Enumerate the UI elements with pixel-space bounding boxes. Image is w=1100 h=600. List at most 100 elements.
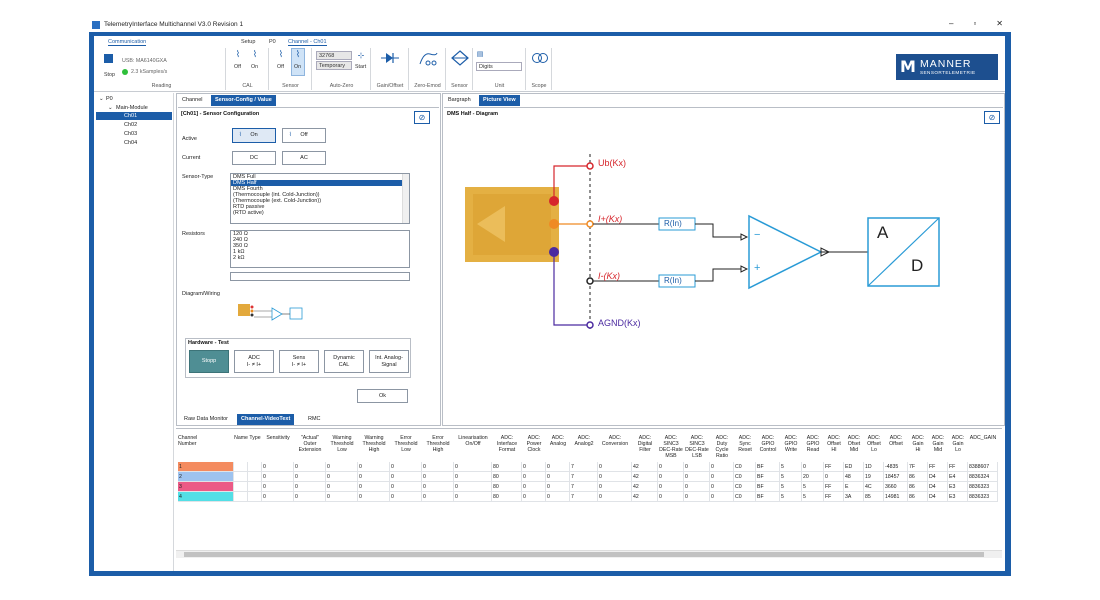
table-cell[interactable]: 19 — [864, 472, 884, 482]
sens-test-button[interactable]: Sens I- ≠ I+ — [279, 350, 319, 373]
table-cell[interactable]: 5 — [780, 472, 802, 482]
list-item[interactable]: 350 Ω — [233, 243, 248, 249]
table-cell[interactable] — [234, 472, 248, 482]
sensor-bridge-label[interactable]: Sensor — [451, 83, 468, 89]
table-cell[interactable]: 0 — [658, 462, 684, 472]
table-cell[interactable]: 0 — [390, 472, 422, 482]
close-button[interactable]: ✕ — [996, 19, 1003, 28]
column-header[interactable]: ADC: Analog — [549, 435, 567, 447]
table-cell[interactable]: 0 — [598, 482, 632, 492]
table-cell[interactable]: 42 — [632, 492, 658, 502]
column-header[interactable]: Type — [249, 435, 261, 441]
table-cell[interactable]: 42 — [632, 482, 658, 492]
column-header[interactable]: ADC: Digital Filter — [637, 435, 653, 453]
column-header[interactable]: ADC: GPIO Read — [806, 435, 820, 453]
table-cell[interactable]: 0 — [598, 472, 632, 482]
table-cell[interactable]: 48 — [844, 472, 864, 482]
column-header[interactable]: Name — [234, 435, 248, 441]
scope-icon[interactable] — [532, 52, 548, 64]
table-cell[interactable]: 0 — [684, 472, 710, 482]
tab-channel-config[interactable]: Channel — [182, 97, 203, 103]
table-cell[interactable]: BF — [756, 462, 780, 472]
table-cell[interactable]: 0 — [262, 462, 294, 472]
stop-icon[interactable] — [104, 54, 113, 63]
table-cell[interactable]: 0 — [598, 492, 632, 502]
table-cell[interactable]: 5 — [802, 492, 824, 502]
tree-node-ch02[interactable]: Ch02 — [124, 122, 138, 128]
int-analog-signal-button[interactable]: Int. Analog- Signal — [369, 350, 409, 373]
tab-channel-videotext[interactable]: Channel-VideoText — [237, 414, 295, 425]
table-cell[interactable]: C0 — [734, 472, 756, 482]
list-item[interactable]: DMS Fourth — [233, 186, 263, 192]
table-cell[interactable]: BF — [756, 482, 780, 492]
table-cell[interactable]: 0 — [454, 462, 492, 472]
resistor-value-input[interactable] — [230, 272, 410, 281]
table-cell[interactable]: 0 — [454, 492, 492, 502]
tree-node-ch03[interactable]: Ch03 — [124, 131, 138, 137]
table-cell[interactable]: 0 — [294, 472, 326, 482]
dynamic-cal-button[interactable]: Dynamic CAL — [324, 350, 364, 373]
table-cell[interactable] — [234, 482, 248, 492]
table-cell[interactable]: 0 — [294, 492, 326, 502]
table-cell[interactable]: 80 — [492, 482, 522, 492]
column-header[interactable]: ADC: GPIO Write — [784, 435, 798, 453]
table-cell[interactable]: 7 — [570, 492, 598, 502]
column-header[interactable]: ADC: Gain Hi — [911, 435, 925, 453]
table-cell[interactable]: 0 — [294, 462, 326, 472]
table-cell[interactable]: 0 — [658, 472, 684, 482]
table-cell[interactable]: 5 — [780, 492, 802, 502]
list-item[interactable]: DMS Half — [231, 180, 409, 186]
adc-test-button[interactable]: ADC I- ≠ I+ — [234, 350, 274, 373]
table-cell[interactable]: E3 — [948, 482, 968, 492]
column-header[interactable]: ADC: Power Clock — [526, 435, 542, 453]
table-cell[interactable]: 0 — [546, 482, 570, 492]
table-cell[interactable]: 0 — [454, 472, 492, 482]
table-cell[interactable]: 0 — [422, 462, 454, 472]
table-cell[interactable]: 0 — [710, 492, 734, 502]
table-cell[interactable]: 2 — [178, 472, 234, 482]
column-header[interactable]: ADC: Ofset Mid — [847, 435, 861, 453]
table-cell[interactable]: 0 — [824, 472, 844, 482]
autozero-value[interactable]: 32768 — [316, 51, 352, 60]
table-cell[interactable]: 86 — [908, 472, 928, 482]
column-header[interactable]: ADC_GAIN — [969, 435, 997, 441]
column-header[interactable]: "Actual" Outer Extension — [298, 435, 322, 453]
table-cell[interactable]: ED — [844, 462, 864, 472]
table-cell[interactable]: C0 — [734, 482, 756, 492]
table-cell[interactable]: 14981 — [884, 492, 908, 502]
table-cell[interactable]: 3660 — [884, 482, 908, 492]
list-item[interactable]: (Thermocouple (int. Cold-Junction)) — [233, 192, 320, 198]
table-cell[interactable]: 5 — [780, 462, 802, 472]
table-cell[interactable]: 8836323 — [968, 492, 998, 502]
diode-icon[interactable] — [381, 51, 399, 65]
table-cell[interactable]: 20 — [802, 472, 824, 482]
table-cell[interactable]: 80 — [492, 472, 522, 482]
sensor-on-label[interactable]: On — [294, 64, 302, 70]
table-cell[interactable]: 0 — [522, 492, 546, 502]
autozero-start-icon[interactable]: ⊹ — [357, 51, 365, 60]
tree-expand-p0-icon[interactable]: ⌄ — [99, 96, 104, 102]
column-header[interactable]: ADC: Duty Cycle Ratio — [715, 435, 729, 459]
sensor-off-icon[interactable]: ⌇ — [278, 49, 284, 59]
tab-rmc[interactable]: RMC — [308, 416, 321, 422]
table-cell[interactable]: 0 — [390, 482, 422, 492]
table-cell[interactable]: 85 — [864, 492, 884, 502]
table-cell[interactable]: 0 — [358, 472, 390, 482]
table-cell[interactable]: FF — [824, 482, 844, 492]
autozero-mode-select[interactable]: Temporary — [316, 61, 352, 70]
cal-off-icon[interactable]: ⌇ — [235, 49, 241, 59]
column-header[interactable]: ADC: Offset HI — [827, 435, 841, 453]
table-cell[interactable]: 0 — [262, 482, 294, 492]
cal-on-label[interactable]: On — [251, 64, 259, 70]
tab-bargraph[interactable]: Bargraph — [448, 97, 471, 103]
column-header[interactable]: Channel Number — [178, 435, 198, 447]
ac-button[interactable]: AC — [282, 151, 326, 165]
table-cell[interactable]: 8388607 — [968, 462, 998, 472]
table-cell[interactable]: 0 — [684, 462, 710, 472]
tab-p0[interactable]: P0 — [269, 39, 276, 45]
table-cell[interactable]: 0 — [598, 462, 632, 472]
table-cell[interactable]: FF — [948, 462, 968, 472]
active-on-button[interactable]: ⌇ On — [232, 128, 276, 143]
column-header[interactable]: Warning Threshold Low — [330, 435, 354, 453]
tree-node-p0[interactable]: P0 — [106, 96, 113, 102]
